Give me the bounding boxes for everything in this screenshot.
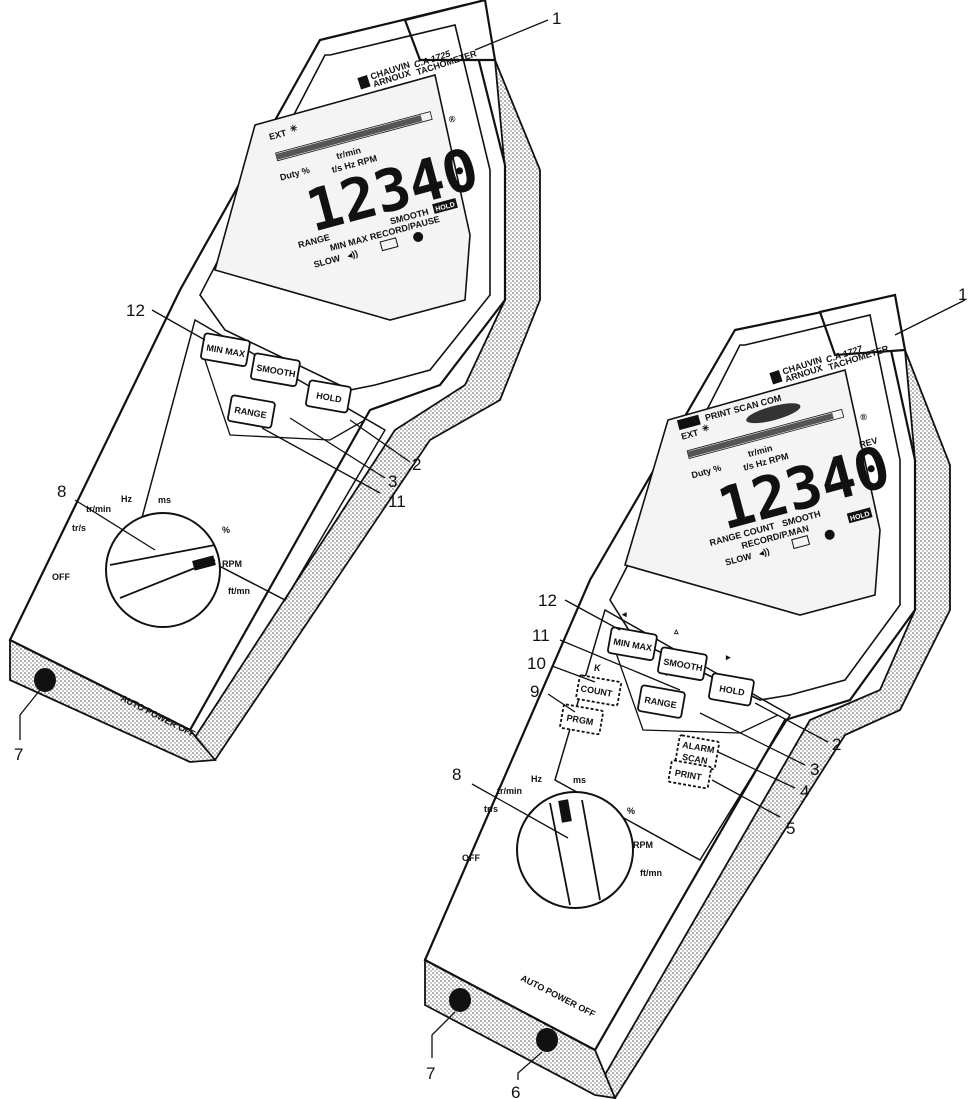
callouts-left: 1 12 2 3 11 8 7 — [14, 9, 561, 764]
dial-labels-right: OFF tr/s tr/min Hz ms % RPM ft/mn — [462, 774, 662, 878]
k-label: K — [594, 663, 602, 673]
svg-text:tr/s: tr/s — [484, 804, 498, 814]
count-button-right[interactable]: COUNT — [575, 674, 622, 707]
svg-text:Hz: Hz — [531, 774, 542, 784]
range-button-right[interactable]: RANGE — [637, 684, 686, 719]
smooth-button-right[interactable]: SMOOTH — [657, 646, 708, 682]
svg-text:ft/mn: ft/mn — [228, 586, 250, 596]
callout-left-12: 12 — [126, 301, 145, 320]
callout-left-3: 3 — [388, 472, 397, 491]
svg-text:%: % — [222, 525, 230, 535]
svg-text:HOLD: HOLD — [719, 683, 746, 697]
callout-right-3: 3 — [810, 760, 819, 779]
callout-right-10: 10 — [527, 654, 546, 673]
arrow-left-icon: ◂ — [621, 609, 627, 619]
brand-logo-icon-right — [769, 370, 783, 385]
lcd-hold: HOLD — [435, 201, 456, 213]
minmax-button-right[interactable]: MIN MAX — [607, 626, 658, 662]
callouts-right: 1 12 11 10 9 2 3 4 5 8 7 6 — [426, 285, 967, 1099]
device-right-lcd — [624, 368, 881, 616]
arrow-right-icon: ▸ — [725, 652, 731, 662]
registered-r-icon: ® — [448, 113, 457, 124]
callout-right-2: 2 — [832, 735, 841, 754]
power-icon — [413, 231, 424, 242]
callout-left-2: 2 — [412, 455, 421, 474]
lcd-arrow-indicator — [746, 403, 801, 424]
input-jack-right-b — [536, 1028, 558, 1052]
print-button-right[interactable]: PRINT — [667, 759, 712, 790]
callout-left-1: 1 — [552, 9, 561, 28]
svg-text:ft/mn: ft/mn — [640, 868, 662, 878]
device-left: CHAUVIN ARNOUX C.A 1725 TACHOMETER EXT ✳… — [8, 0, 541, 763]
battery-icon-right — [791, 535, 811, 550]
rotary-switch-right[interactable] — [516, 791, 634, 909]
registered-r-icon-right: ® — [859, 411, 868, 422]
callout-right-9: 9 — [530, 682, 539, 701]
power-icon-right — [824, 529, 835, 540]
callout-right-5: 5 — [786, 819, 795, 838]
svg-text:OFF: OFF — [52, 572, 70, 582]
dial-pointer — [192, 555, 216, 571]
callout-right-4: 4 — [800, 782, 809, 801]
bargraph-right — [686, 408, 845, 460]
dial-labels-left: OFF tr/s tr/min Hz ms % RPM ft/mn — [52, 494, 250, 596]
dial-pointer-right — [558, 799, 572, 823]
svg-text:OFF: OFF — [462, 853, 480, 863]
minmax-button-left[interactable]: MIN MAX — [200, 332, 251, 368]
input-jack-left — [34, 668, 56, 692]
lcd-ext-right: EXT — [680, 427, 700, 441]
svg-text:HOLD: HOLD — [316, 390, 343, 404]
buzzer-icon: ◂)) — [345, 248, 359, 261]
callout-right-1: 1 — [958, 285, 967, 304]
lcd-rev: REV — [858, 435, 878, 449]
svg-text:tr/min: tr/min — [86, 504, 111, 514]
ext-sun-icon: ✳ — [289, 123, 299, 135]
callout-right-8: 8 — [452, 765, 461, 784]
svg-text:%: % — [627, 806, 635, 816]
svg-text:tr/min: tr/min — [497, 786, 522, 796]
input-jack-right-a — [449, 988, 471, 1012]
svg-text:RPM: RPM — [222, 559, 242, 569]
callout-left-8: 8 — [57, 482, 66, 501]
callout-right-6: 6 — [511, 1083, 520, 1099]
ext-sun-icon-right: ✳ — [701, 422, 711, 434]
callout-right-11: 11 — [532, 626, 550, 645]
svg-text:ms: ms — [573, 775, 586, 785]
bargraph — [275, 111, 433, 162]
callout-right-7: 7 — [426, 1064, 435, 1083]
smooth-button-left[interactable]: SMOOTH — [250, 352, 301, 388]
lcd-ext: EXT — [268, 128, 288, 142]
callout-left-7: 7 — [14, 745, 23, 764]
buzzer-icon-right: ◂)) — [757, 546, 771, 559]
hold-button-left[interactable]: HOLD — [305, 379, 352, 414]
lcd-hold-right: HOLD — [850, 511, 871, 523]
svg-text:tr/s: tr/s — [72, 523, 86, 533]
svg-text:SCAN: SCAN — [681, 752, 708, 766]
rotary-switch-left[interactable] — [105, 512, 221, 628]
panel-groove-right — [614, 649, 779, 734]
device-left-sensor — [403, 0, 497, 62]
range-button-left[interactable]: RANGE — [227, 394, 276, 429]
hold-button-right[interactable]: HOLD — [708, 672, 755, 707]
device-left-lcd — [214, 74, 471, 321]
svg-text:PRGM: PRGM — [566, 713, 594, 728]
svg-text:ms: ms — [158, 495, 171, 505]
battery-icon — [379, 237, 399, 252]
device-right-sensor — [818, 293, 907, 357]
svg-text:RPM: RPM — [633, 840, 653, 850]
svg-text:PRINT: PRINT — [674, 768, 703, 783]
device-right: CHAUVIN ARNOUX C.A 1727 TACHOMETER PRINT… — [423, 293, 951, 1099]
brand-logo-icon — [357, 75, 371, 90]
svg-text:Hz: Hz — [121, 494, 132, 504]
callout-right-12: 12 — [538, 591, 557, 610]
callout-left-11: 11 — [388, 492, 406, 511]
arrow-up-icon: ▵ — [673, 626, 679, 636]
